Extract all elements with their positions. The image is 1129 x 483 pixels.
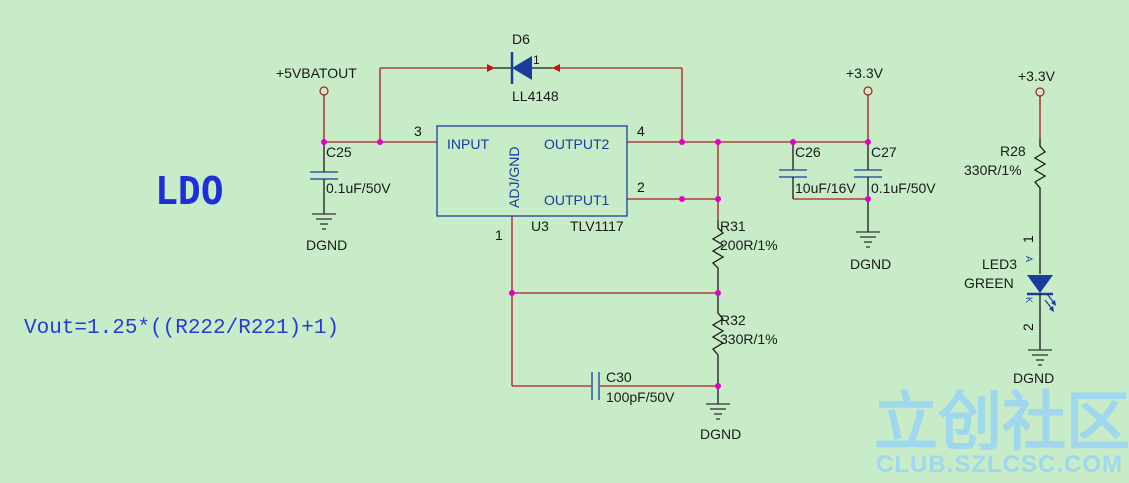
junction-dot (865, 196, 871, 202)
wire-arrow-icon (552, 64, 560, 72)
dgnd-label-c25: DGND (306, 237, 347, 253)
d6-pin: 1 (533, 53, 540, 67)
net-label-vin-text: +5VBATOUT (276, 65, 357, 81)
regulator-u3: INPUT OUTPUT2 OUTPUT1 ADJ/GND 3 4 2 1 U3… (414, 123, 645, 243)
junction-dots (321, 139, 871, 389)
resistor-r31-zigzag (711, 220, 725, 293)
ground-c27-icon: DGND (850, 231, 891, 272)
input-wires (323, 67, 490, 143)
c27-value: 0.1uF/50V (871, 180, 936, 196)
capacitor-c26: C26 10uF/16V (779, 142, 856, 199)
d6-part: LL4148 (512, 88, 559, 104)
power-port-vout-b-icon (1035, 87, 1045, 97)
power-port-vout-a-icon (863, 86, 873, 96)
junction-dot (679, 139, 685, 145)
net-label-vout-a: +3.3V (846, 65, 884, 96)
net-label-vin: +5VBATOUT (276, 65, 357, 96)
led-triangle-icon (1027, 275, 1053, 293)
junction-dot (679, 196, 685, 202)
r32-value: 330R/1% (720, 331, 778, 347)
junction-dot (377, 139, 383, 145)
led-led3: 1 A K 2 LED3 GREEN (964, 212, 1056, 350)
r32-ref: R32 (720, 312, 746, 328)
c26-ref: C26 (795, 144, 821, 160)
u3-pin-out1: OUTPUT1 (544, 192, 610, 208)
u3-pin-input: INPUT (447, 136, 489, 152)
ground-r32-icon: DGND (700, 386, 741, 442)
d6-ref: D6 (512, 31, 530, 47)
regulator-body (436, 125, 628, 217)
watermark-cn: 立创社区 (874, 386, 1129, 460)
junction-dot (715, 290, 721, 296)
u3-pin-out2: OUTPUT2 (544, 136, 610, 152)
formula-text: Vout=1.25*((R222/R221)+1) (24, 317, 339, 340)
capacitor-c25: C25 0.1uF/50V (310, 142, 391, 214)
resistor-r32-zigzag (711, 293, 725, 386)
dgnd-label-led3: DGND (1013, 370, 1054, 386)
capacitor-c30: C30 100pF/50V (591, 369, 675, 405)
junction-dot (790, 139, 796, 145)
dgnd-label-c27: DGND (850, 256, 891, 272)
led3-ref: LED3 (982, 256, 1017, 272)
led3-color: GREEN (964, 275, 1014, 291)
r28-ref: R28 (1000, 143, 1026, 159)
u3-ref: U3 (531, 218, 549, 234)
u3-pin-num-adj: 1 (495, 227, 503, 243)
c25-value: 0.1uF/50V (326, 180, 391, 196)
resistor-r31: R31 200R/1% (711, 218, 778, 293)
led3-pin-bottom: 2 (1020, 323, 1036, 331)
led3-pin-top: 1 (1020, 235, 1036, 243)
u3-pin-num-input: 3 (414, 123, 422, 139)
junction-dot (715, 139, 721, 145)
c25-ref: C25 (326, 144, 352, 160)
u3-part: TLV1117 (570, 218, 624, 234)
r31-value: 200R/1% (720, 237, 778, 253)
ground-led3-icon: DGND (1013, 349, 1054, 386)
power-port-vin-icon (319, 86, 329, 96)
capacitor-c27: C27 0.1uF/50V (854, 142, 936, 232)
wire-arrow-icon (487, 64, 495, 72)
junction-dot (715, 383, 721, 389)
c26-value: 10uF/16V (795, 180, 856, 196)
resistor-r28-zigzag (1033, 138, 1047, 212)
c30-ref: C30 (606, 369, 632, 385)
net-label-vout-a-text: +3.3V (846, 65, 884, 81)
watermark-url: CLUB.SZLCSC.COM (876, 451, 1123, 478)
resistor-r28: R28 330R/1% (964, 96, 1047, 212)
net-label-vout-b: +3.3V (1018, 68, 1056, 97)
junction-dot (509, 290, 515, 296)
r28-value: 330R/1% (964, 162, 1022, 178)
c27-ref: C27 (871, 144, 897, 160)
u3-pin-adj: ADJ/GND (506, 147, 522, 208)
output-wires (511, 95, 869, 387)
r31-ref: R31 (720, 218, 746, 234)
u3-pin-num-out1: 2 (637, 179, 645, 195)
ground-c25-icon: DGND (306, 213, 347, 253)
resistor-r32: R32 330R/1% (711, 293, 778, 386)
circuit-title: LDO (155, 169, 224, 213)
diode-d6: D6 1 LL4148 (487, 31, 683, 142)
dgnd-label-r32: DGND (700, 426, 741, 442)
junction-dot (715, 196, 721, 202)
c30-value: 100pF/50V (606, 389, 675, 405)
led3-anode: A (1024, 256, 1034, 262)
net-label-vout-b-text: +3.3V (1018, 68, 1056, 84)
diode-triangle-icon (512, 56, 532, 80)
u3-pin-num-out2: 4 (637, 123, 645, 139)
junction-dot (865, 139, 871, 145)
led3-cathode: K (1024, 297, 1034, 303)
junction-dot (321, 139, 327, 145)
